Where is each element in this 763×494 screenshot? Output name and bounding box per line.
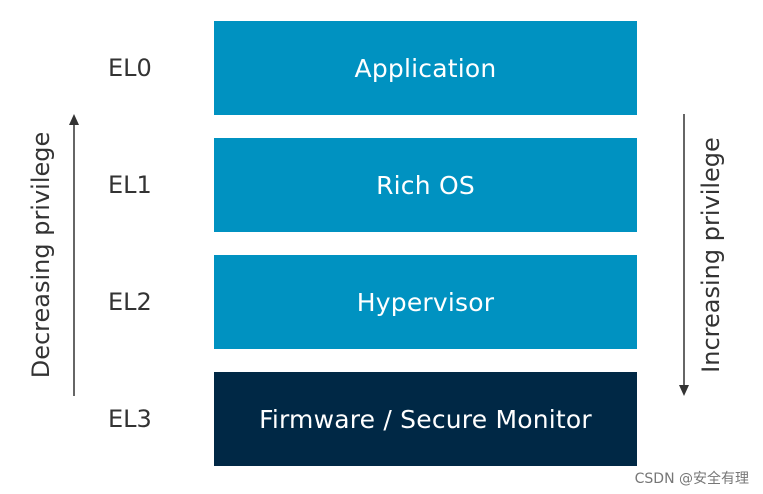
layer-hypervisor-label: Hypervisor (356, 287, 495, 317)
layer-firmware-secure-monitor: Firmware / Secure Monitor (214, 372, 637, 466)
layer-firmware-label: Firmware / Secure Monitor (259, 404, 592, 434)
arrow-up-icon (69, 114, 79, 396)
level-label-el2: EL2 (108, 288, 152, 316)
layer-rich-os: Rich OS (214, 138, 637, 232)
layer-application: Application (214, 21, 637, 115)
layer-hypervisor: Hypervisor (214, 255, 637, 349)
level-label-el1: EL1 (108, 171, 152, 199)
arrow-down-icon (679, 114, 689, 396)
layer-application-label: Application (354, 53, 497, 83)
watermark: CSDN @安全有理 (634, 471, 749, 487)
level-label-el3: EL3 (108, 405, 152, 433)
decreasing-privilege-label: Decreasing privilege (27, 131, 55, 379)
layer-rich-os-label: Rich OS (376, 170, 475, 200)
increasing-privilege-label: Increasing privilege (697, 137, 725, 373)
level-label-el0: EL0 (108, 54, 152, 82)
